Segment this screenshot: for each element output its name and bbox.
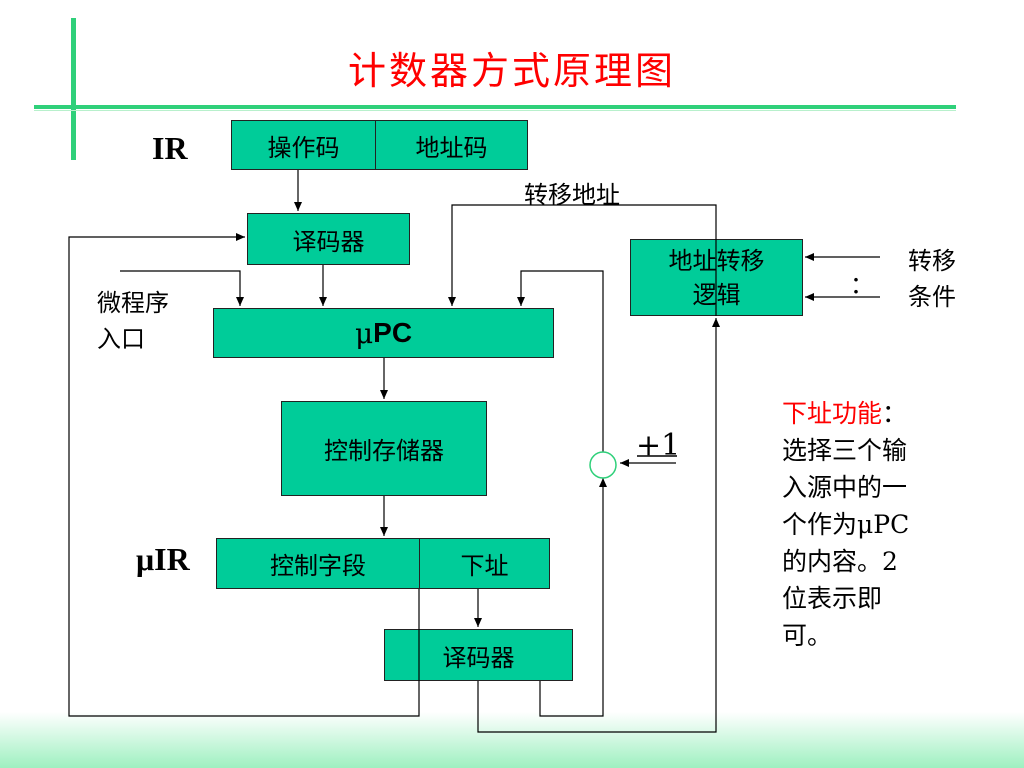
micro-ir-label: μIR: [136, 541, 190, 577]
transfer-condition-label: 转移 条件: [908, 243, 956, 315]
bottom-gradient-band: [0, 712, 1024, 768]
condition-ellipsis-marks: ：: [850, 271, 874, 299]
micro-ir-control-field: 控制字段: [216, 538, 420, 589]
note-line-3: 个作为μPC: [782, 510, 910, 539]
micro-ir-next-address-field: 下址: [419, 538, 550, 589]
control-store-box: 控制存储器: [281, 401, 487, 496]
arrow-control-field-to-top-decoder: [68, 233, 420, 717]
transfer-condition-line1: 转移: [908, 247, 956, 275]
arrow-entry-to-upc: [120, 270, 244, 306]
micro-entry-line1: 微程序: [97, 289, 169, 317]
note-line-4: 的内容。2: [782, 547, 898, 576]
decorative-horizontal-line-shadow: [34, 110, 956, 111]
ir-address-field: 地址码: [375, 120, 528, 170]
ir-label: IR: [152, 130, 188, 166]
increment-node: [589, 451, 617, 479]
arrow-decoder-to-transfer-logic: [477, 318, 720, 733]
micro-pc-mu: μ: [354, 316, 374, 350]
note-line-1: 选择三个输: [782, 436, 908, 465]
plus-one-label: +1: [636, 428, 681, 463]
arrow-decoder-to-increment: [539, 478, 607, 717]
decorative-vertical-bar: [71, 18, 76, 160]
transfer-condition-line2: 条件: [908, 283, 956, 311]
micro-pc-text: PC: [373, 317, 413, 348]
top-decoder-box: 译码器: [247, 213, 410, 265]
transfer-address-label: 转移地址: [524, 181, 620, 209]
note-title: 下址功能: [782, 399, 883, 428]
arrow-transfer-address-to-upc: [448, 204, 717, 316]
note-title-line: 下址功能：: [782, 395, 962, 432]
micro-program-entry-label: 微程序 入口: [97, 285, 169, 357]
bottom-decoder-box: 译码器: [384, 629, 573, 681]
arrow-increment-to-upc: [517, 270, 604, 452]
note-line-5: 位表示即: [782, 584, 883, 613]
note-line-2: 入源中的一: [782, 473, 908, 502]
slide-title: 计数器方式原理图: [347, 49, 676, 93]
note-colon: ：: [882, 399, 908, 428]
next-address-function-note: 下址功能： 选择三个输 入源中的一 个作为μPC 的内容。2 位表示即 可。: [782, 395, 962, 654]
note-line-6: 可。: [782, 621, 833, 650]
decorative-horizontal-line: [34, 105, 956, 109]
micro-entry-line2: 入口: [97, 325, 145, 353]
